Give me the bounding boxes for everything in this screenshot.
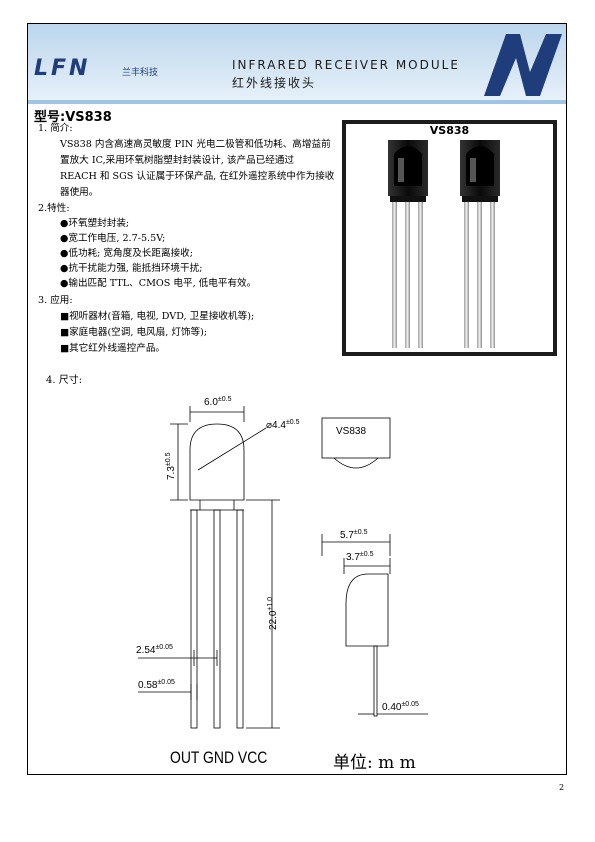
dim-depth: 5.7±0.5	[340, 529, 368, 541]
sensor-photo-image	[388, 140, 500, 348]
feature-item: ●输出匹配 TTL、CMOS 电平, 低电平有效。	[60, 278, 257, 289]
application-item: ■视听器材(音箱, 电视, DVD, 卫星接收机等);	[60, 311, 255, 322]
model-title: 型号:VS838	[34, 110, 112, 125]
brand-n-icon	[484, 34, 562, 96]
feature-item: ●环氧塑封封装;	[60, 218, 130, 229]
top-view-label: VS838	[336, 426, 366, 437]
applications-heading: 3. 应用:	[38, 295, 73, 306]
company-name-cn: 兰丰科技	[122, 68, 159, 78]
page-number: 2	[559, 783, 565, 792]
dim-lead-width: 0.58±0.05	[138, 679, 175, 691]
dim-height: 7.3±0.5	[165, 452, 177, 480]
intro-line: 置放大 IC,采用环氧树脂塑封封装设计, 该产品已经通过	[60, 155, 295, 166]
dim-lead-thickness: 0.40±0.05	[382, 701, 419, 713]
dim-lead-length: 22.0±1.0	[267, 597, 279, 630]
header-title-cn: 红外线接收头	[232, 76, 317, 90]
dimensions-heading: 4. 尺寸:	[46, 375, 83, 386]
pin-labels: OUT GND VCC	[170, 748, 268, 767]
dim-pitch: 2.54±0.05	[136, 644, 173, 656]
header-banner	[28, 24, 566, 100]
feature-item: ●宽工作电压, 2.7-5.5V;	[60, 233, 166, 244]
product-photo: VS838	[342, 120, 557, 356]
features-heading: 2.特性:	[38, 203, 70, 214]
company-logo: LFN	[34, 56, 91, 81]
dim-dome: ⌀4.4±0.5	[266, 419, 300, 431]
header-band	[28, 100, 566, 104]
intro-line: 器使用。	[60, 187, 99, 198]
header-title-en: INFRARED RECEIVER MODULE	[232, 58, 460, 72]
photo-label: VS838	[429, 124, 470, 137]
dim-body-depth: 3.7±0.5	[346, 551, 374, 563]
dim-width: 6.0±0.5	[204, 396, 232, 408]
application-item: ■家庭电器(空调, 电风扇, 灯饰等);	[60, 327, 208, 338]
application-item: ■其它红外线遥控产品。	[60, 343, 166, 354]
feature-item: ●抗干扰能力强, 能抵挡环境干扰;	[60, 263, 203, 274]
page-frame	[27, 23, 567, 775]
dimension-drawing: 6.0±0.5 7.3±0.5 ⌀4.4±0.5 22.0±1.0 2.54±0…	[136, 396, 428, 729]
intro-line: VS838 内含高速高灵敏度 PIN 光电二极管和低功耗、高增益前	[60, 139, 331, 150]
feature-item: ●低功耗; 宽角度及长距离接收;	[60, 248, 194, 259]
intro-heading: 1. 简介:	[38, 123, 73, 134]
unit-label: 单位: m m	[333, 753, 416, 773]
intro-line: REACH 和 SGS 认证属于环保产品, 在红外遥控系统中作为接收	[60, 171, 335, 182]
